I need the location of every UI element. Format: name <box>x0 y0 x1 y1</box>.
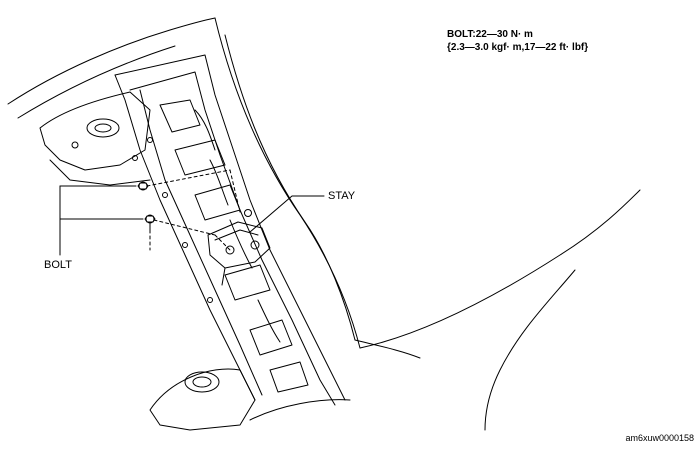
stay-label: STAY <box>328 190 356 202</box>
bolt-label: BOLT <box>44 259 72 271</box>
inner-panel <box>39 91 151 186</box>
torque-spec-line2: {2.3—3.0 kgf· m,17—22 ft· lbf} <box>447 42 589 53</box>
bolt-lower <box>144 214 156 231</box>
figure-code: am6xuw0000158 <box>625 433 694 443</box>
leader-lines <box>59 185 325 256</box>
lower-panel <box>149 368 351 431</box>
body-panel-outline <box>7 17 641 431</box>
torque-spec-line1: BOLT:22—30 N· m <box>447 29 533 40</box>
torque-spec: BOLT:22—30 N· m {2.3—3.0 kgf· m,17—22 ft… <box>447 28 588 54</box>
dashed-alignment-lines <box>146 169 241 251</box>
stay-bracket <box>207 209 271 286</box>
